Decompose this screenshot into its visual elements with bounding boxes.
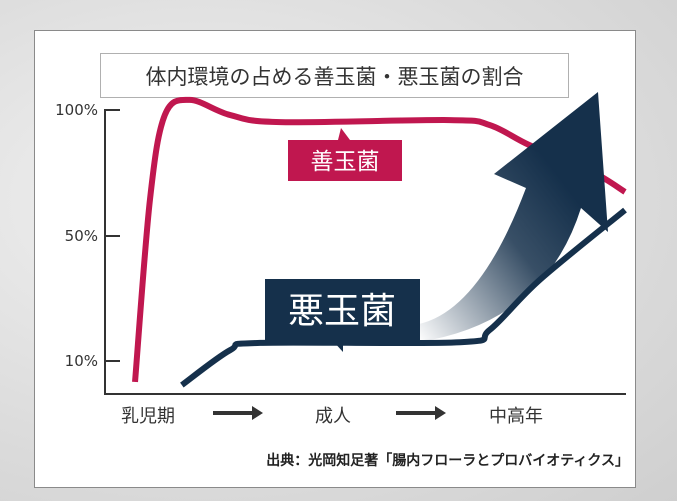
- y-tick-label: 100%: [55, 101, 98, 119]
- axes: [104, 109, 626, 395]
- source-citation: 出典：光岡知足著「腸内フローラとプロバイオティクス」: [266, 453, 629, 469]
- y-tick-label: 10%: [65, 352, 98, 370]
- x-tick-label: 乳児期: [121, 406, 175, 427]
- x-tick-label: 中高年: [489, 406, 543, 427]
- arrow-right-icon: [213, 406, 263, 420]
- y-tick-label: 50%: [65, 227, 98, 245]
- bad-bacteria-label: 悪玉菌: [288, 291, 396, 332]
- chart-title: 体内環境の占める善玉菌・悪玉菌の割合: [100, 53, 569, 98]
- good-bacteria-label: 善玉菌: [311, 149, 380, 175]
- arrow-right-icon: [396, 406, 446, 420]
- label-good-bacteria: 善玉菌: [288, 128, 402, 181]
- label-bad-bacteria: 悪玉菌: [265, 279, 420, 352]
- x-tick-label: 成人: [315, 406, 351, 427]
- increase-arrow: [419, 92, 608, 342]
- x-categories: 乳児期 成人 中高年: [121, 406, 543, 427]
